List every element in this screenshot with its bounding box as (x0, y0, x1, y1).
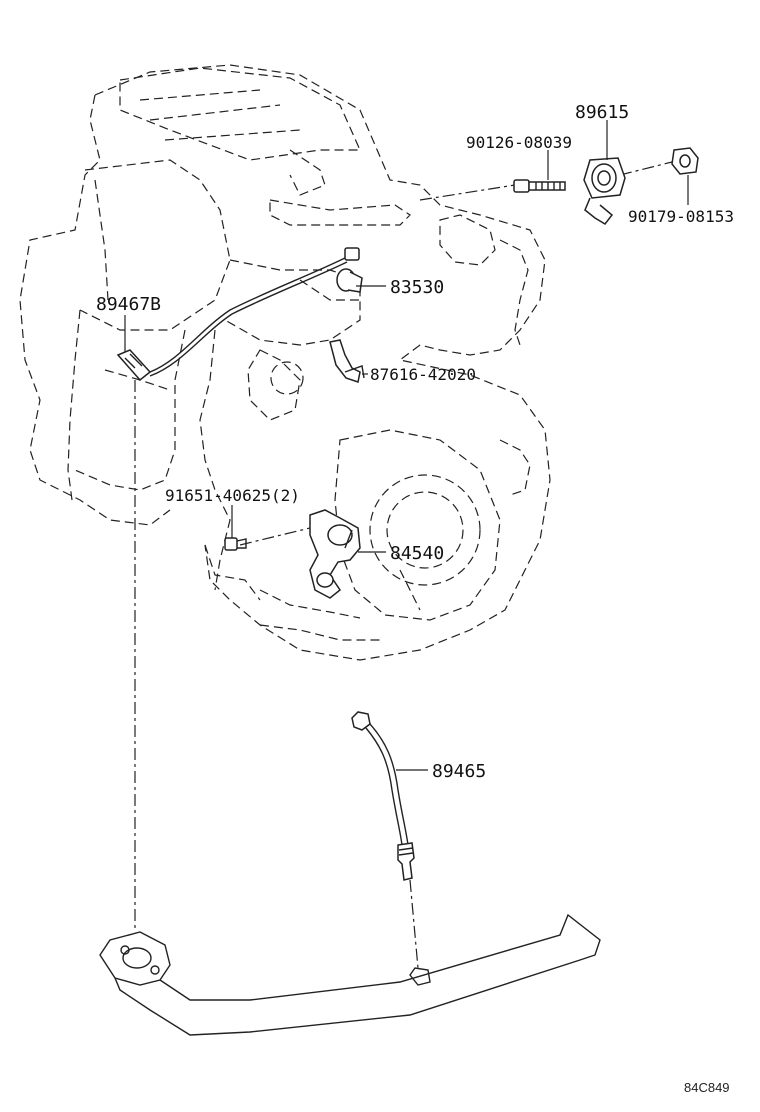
oil-pressure-switch-icon (336, 247, 363, 293)
label-nut: 90179-08153 (628, 207, 734, 226)
engine-assembly (19, 64, 551, 661)
clamp-icon (329, 339, 365, 383)
oxygen-sensor-b-icon (116, 257, 348, 382)
label-clamp: 87616-42020 (370, 365, 476, 384)
oxygen-sensor-icon (351, 711, 415, 881)
leader-bolt (239, 527, 311, 546)
label-oxygen-sensor-b: 89467B (96, 294, 161, 315)
knock-sensor-icon (583, 157, 626, 225)
reference-code: 84C849 (684, 1080, 730, 1095)
leader-89465 (409, 879, 419, 969)
leader-nut (619, 161, 673, 176)
leader-knock (419, 184, 516, 201)
bolt-icon (224, 537, 247, 551)
label-bolt: 91651-40625(2) (165, 486, 300, 505)
label-knock-sensor: 89615 (575, 102, 629, 123)
stud-bolt-icon (513, 179, 566, 193)
label-oil-pressure-switch: 83530 (390, 277, 444, 298)
exhaust-pipe (99, 913, 601, 1036)
neutral-start-switch-icon (309, 509, 361, 599)
nut-icon (671, 147, 699, 175)
label-oxygen-sensor: 89465 (432, 761, 486, 782)
label-stud-bolt: 90126-08039 (466, 133, 572, 152)
label-neutral-start-switch: 84540 (390, 543, 444, 564)
